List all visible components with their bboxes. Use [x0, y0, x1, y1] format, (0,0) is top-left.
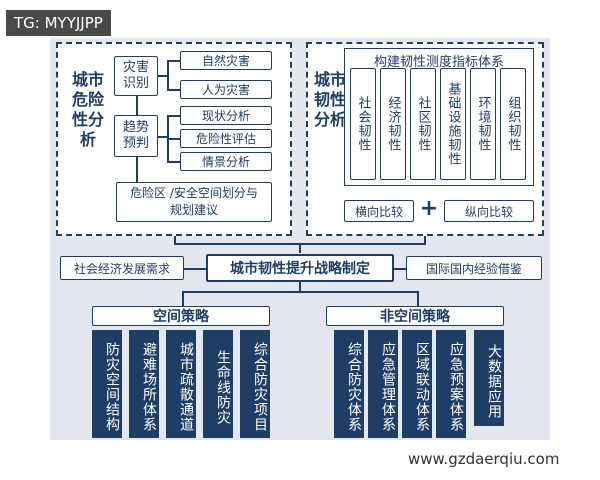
status-analysis-box: 现状分析 — [180, 106, 272, 125]
trend-prediction-text: 趋势预判 — [122, 120, 149, 151]
source-tag: TG: MYYJJPP — [6, 10, 111, 36]
spatial-item-text: 城市疏散通道 — [178, 342, 194, 432]
index-column-community: 社区韧性 — [410, 68, 436, 180]
spatial-item-shelter-system: 避难场所体系 — [129, 330, 159, 438]
index-column-environment: 环境韧性 — [470, 68, 496, 180]
natural-disaster-box: 自然灾害 — [180, 51, 272, 70]
index-column-economic-text: 经济韧性 — [385, 96, 401, 152]
index-column-organization-text: 组织韧性 — [505, 96, 521, 152]
resilience-analysis-title: 城市韧性分析 — [312, 70, 348, 130]
connector — [136, 96, 138, 115]
connector — [167, 138, 180, 140]
connector — [167, 60, 180, 62]
socioeconomic-demand-box: 社会经济发展需求 — [60, 256, 184, 280]
plus-icon: + — [419, 196, 439, 221]
spatial-item-text: 生命线防灾 — [215, 349, 231, 425]
connector — [184, 268, 206, 270]
connector — [417, 291, 419, 306]
nonspatial-item-text: 大数据应用 — [486, 343, 502, 419]
spatial-strategy-title: 空间策略 — [153, 309, 209, 325]
spatial-item-evacuation-route: 城市疏散通道 — [166, 330, 196, 438]
index-system-header: 构建韧性测度指标体系 — [373, 55, 504, 70]
nonspatial-item-text: 应急管理体系 — [380, 342, 396, 432]
watermark-url: www.gzdaerqiu.com — [398, 446, 570, 472]
spatial-item-text: 避难场所体系 — [141, 342, 157, 432]
scenario-analysis-text: 情景分析 — [201, 155, 250, 169]
natural-disaster-text: 自然灾害 — [201, 54, 250, 68]
index-column-infrastructure-text: 基础设施韧性 — [445, 82, 461, 166]
horizontal-comparison-text: 横向比较 — [354, 204, 403, 219]
horizontal-comparison-box: 横向比较 — [344, 200, 414, 222]
strategy-formulation-text: 城市韧性提升战略制定 — [230, 261, 370, 277]
nonspatial-item-emergency-management: 应急管理体系 — [368, 330, 398, 438]
index-column-community-text: 社区韧性 — [415, 96, 431, 152]
hazard-analysis-title: 城市危险性分析 — [70, 70, 106, 150]
risk-assessment-text: 危险性评估 — [195, 132, 256, 146]
human-disaster-box: 人为灾害 — [180, 80, 272, 99]
connector — [394, 268, 406, 270]
spatial-item-text: 综合防灾项目 — [252, 342, 268, 432]
connector — [174, 236, 176, 244]
spatial-strategy-header: 空间策略 — [92, 306, 270, 326]
nonspatial-item-regional-linkage: 区域联动体系 — [402, 330, 432, 438]
spatial-item-disaster-prevention-structure: 防灾空间结构 — [92, 330, 122, 438]
nonspatial-item-text: 综合防灾体系 — [346, 342, 362, 432]
nonspatial-strategy-title: 非空间策略 — [380, 309, 450, 325]
connector — [167, 89, 180, 91]
zoning-suggestion-box: 危险区 /安全空间划分与规划建议 — [116, 182, 272, 222]
nonspatial-item-text: 应急预案体系 — [448, 342, 464, 432]
connector — [167, 161, 180, 163]
spatial-item-text: 防灾空间结构 — [104, 342, 120, 432]
status-analysis-text: 现状分析 — [201, 109, 250, 123]
risk-assessment-box: 危险性评估 — [180, 129, 272, 148]
connector — [182, 291, 418, 293]
human-disaster-text: 人为灾害 — [201, 83, 250, 97]
vertical-comparison-text: 纵向比较 — [464, 204, 513, 219]
nonspatial-item-text: 区域联动体系 — [414, 342, 430, 432]
connector — [299, 243, 301, 253]
hazard-analysis-title-text: 城市危险性分析 — [71, 70, 104, 149]
spatial-item-lifeline-prevention: 生命线防灾 — [203, 330, 233, 438]
strategy-formulation-box: 城市韧性提升战略制定 — [206, 254, 394, 282]
scenario-analysis-box: 情景分析 — [180, 152, 272, 171]
experience-reference-text: 国际国内经验借鉴 — [425, 261, 522, 276]
experience-reference-box: 国际国内经验借鉴 — [406, 256, 542, 280]
index-column-infrastructure: 基础设施韧性 — [440, 68, 466, 180]
connector — [299, 282, 301, 292]
index-column-economic: 经济韧性 — [380, 68, 406, 180]
index-column-environment-text: 环境韧性 — [475, 96, 491, 152]
index-column-social-text: 社会韧性 — [355, 96, 371, 152]
nonspatial-item-big-data: 大数据应用 — [474, 330, 504, 426]
nonspatial-strategy-header: 非空间策略 — [326, 306, 504, 326]
disaster-identification-box: 灾害识别 — [114, 56, 158, 96]
connector — [424, 236, 426, 244]
connector — [167, 60, 169, 90]
nonspatial-item-comprehensive-system: 综合防灾体系 — [334, 330, 364, 438]
socioeconomic-demand-text: 社会经济发展需求 — [73, 261, 170, 276]
spatial-item-comprehensive-project: 综合防灾项目 — [240, 330, 270, 438]
connector — [136, 157, 138, 182]
connector — [167, 115, 180, 117]
trend-prediction-box: 趋势预判 — [114, 115, 158, 157]
index-column-social: 社会韧性 — [350, 68, 376, 180]
connector — [158, 75, 168, 77]
disaster-identification-text: 灾害识别 — [122, 60, 149, 91]
nonspatial-item-emergency-plan: 应急预案体系 — [436, 330, 466, 438]
connector — [182, 291, 184, 306]
connector — [158, 136, 168, 138]
index-column-organization: 组织韧性 — [500, 68, 526, 180]
vertical-comparison-box: 纵向比较 — [444, 200, 534, 222]
zoning-suggestion-text: 危险区 /安全空间划分与规划建议 — [130, 186, 258, 217]
resilience-analysis-title-text: 城市韧性分析 — [313, 70, 346, 129]
